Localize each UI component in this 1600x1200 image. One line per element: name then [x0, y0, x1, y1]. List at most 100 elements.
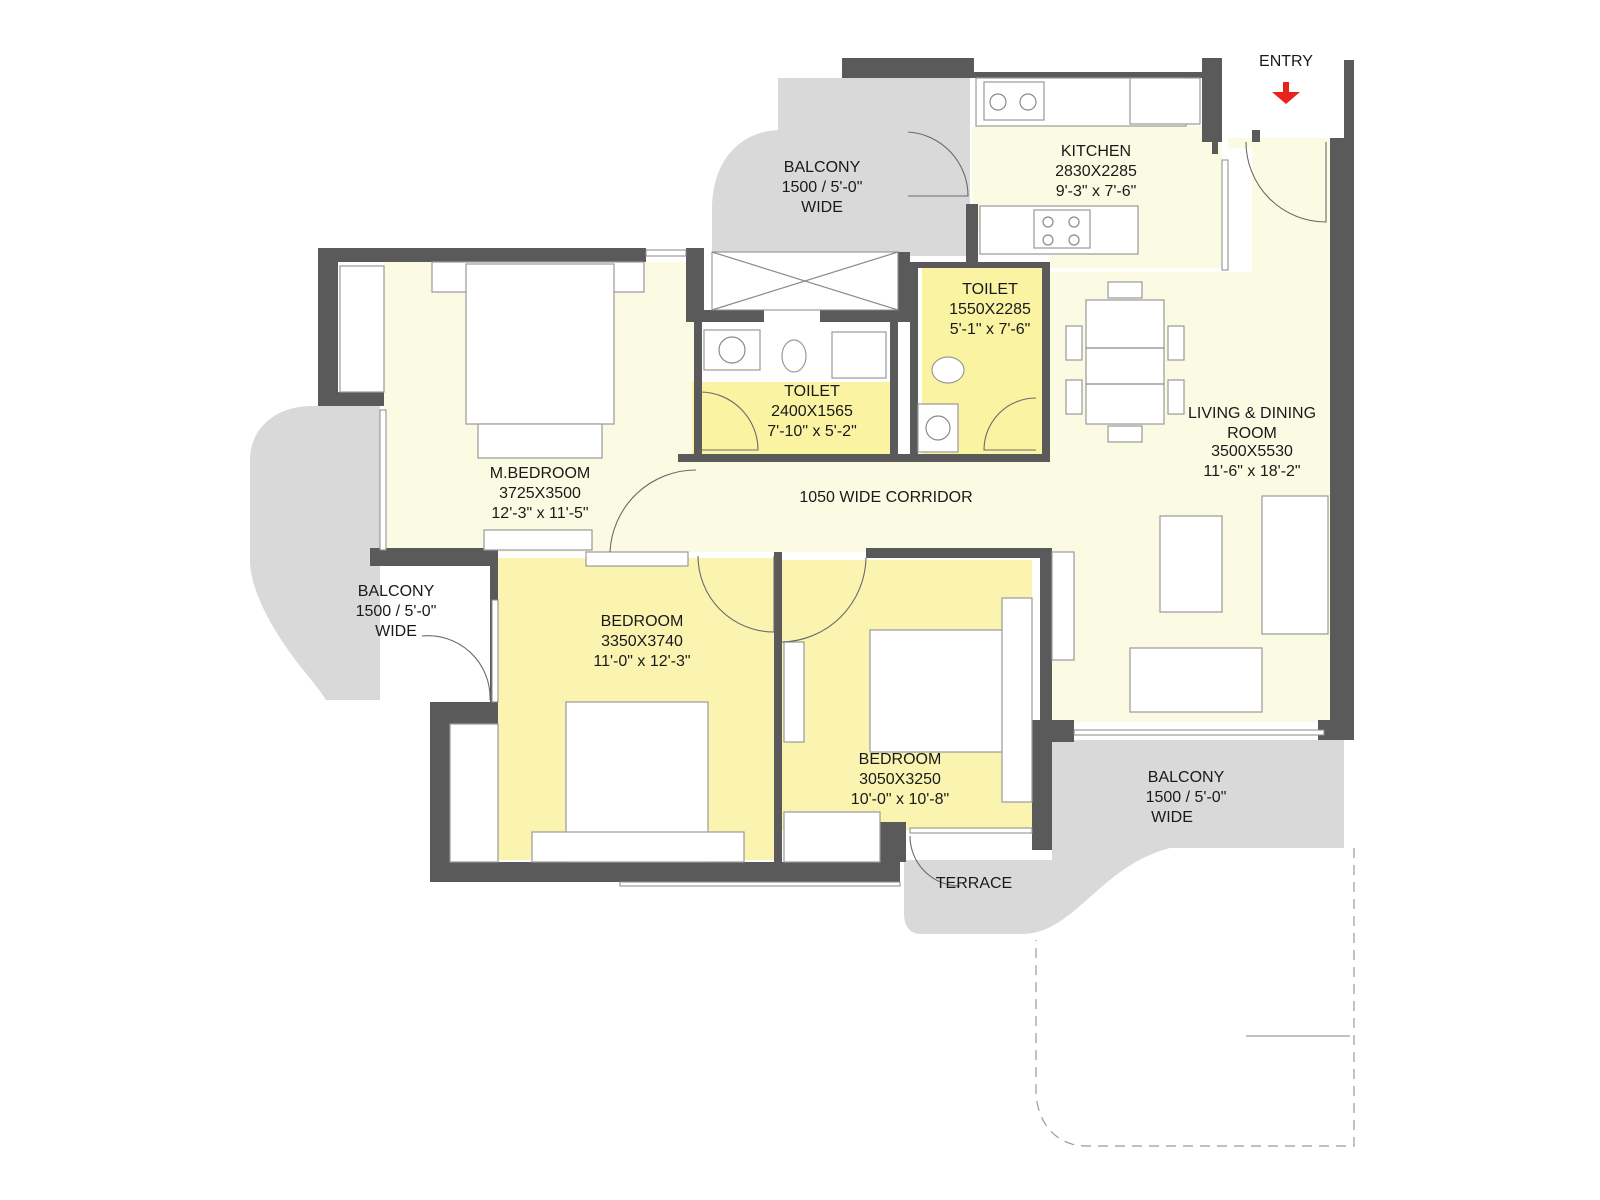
wall — [694, 322, 702, 458]
toilet-large-imperial: 7'-10" x 5'-2" — [767, 423, 857, 440]
chair-icon — [1065, 379, 1083, 415]
sofa-icon — [1261, 495, 1329, 635]
floor-kitchen — [972, 126, 1222, 268]
wall — [866, 548, 1048, 558]
wall — [910, 262, 918, 458]
wall — [430, 702, 450, 882]
balcony-right-size: 1500 / 5'-0" — [1146, 789, 1227, 806]
sink-icon — [983, 81, 1045, 121]
floor-toilet-large — [692, 382, 892, 458]
windows — [379, 159, 1325, 887]
wall — [970, 58, 974, 78]
headboard — [1001, 597, 1033, 803]
bed-icon — [465, 263, 615, 425]
terrace-outline — [1035, 848, 1355, 1147]
bedroom-left-metric: 3350X3740 — [601, 633, 683, 650]
window — [491, 599, 499, 703]
entry-label: ENTRY — [1259, 53, 1313, 70]
wardrobe-icon — [783, 811, 881, 863]
door-swing — [421, 635, 491, 701]
wall — [1042, 262, 1050, 458]
window — [379, 409, 387, 551]
window — [1221, 159, 1229, 271]
wall — [880, 822, 906, 862]
coffee-table-icon — [1159, 515, 1223, 613]
door-swing — [909, 835, 961, 887]
bedroom-right-metric: 3050X3250 — [859, 771, 941, 788]
toilet-small-imperial: 5'-1" x 7'-6" — [950, 321, 1031, 338]
wall — [890, 322, 898, 458]
balcony-top-width: WIDE — [801, 199, 843, 216]
door-swing — [781, 557, 867, 643]
walls — [318, 58, 1354, 882]
washbasin-icon — [917, 403, 959, 453]
wall — [820, 310, 902, 322]
toilet-large-metric: 2400X1565 — [771, 403, 853, 420]
wall — [974, 72, 1222, 78]
wall — [318, 248, 338, 392]
terrace-name: TERRACE — [936, 875, 1012, 892]
burner-icon — [1068, 216, 1080, 228]
window — [909, 827, 1033, 834]
window — [1073, 729, 1325, 736]
wall — [842, 58, 972, 78]
bedroom-right-name: BEDROOM — [859, 751, 942, 768]
door-swing — [907, 131, 969, 197]
master-bedroom-name: M.BEDROOM — [490, 465, 590, 482]
bed-foot — [477, 423, 603, 459]
kitchen-metric: 2830X2285 — [1055, 163, 1137, 180]
living-name-line2: ROOM — [1227, 425, 1277, 442]
fridge-icon — [1129, 77, 1201, 125]
wall — [774, 552, 782, 862]
wall — [1212, 142, 1218, 154]
burner-icon — [1042, 216, 1054, 228]
balcony-top-size: 1500 / 5'-0" — [782, 179, 863, 196]
door-swing — [699, 391, 759, 451]
wall — [966, 204, 978, 262]
wardrobe-icon — [339, 265, 385, 393]
tv-unit — [1051, 551, 1075, 661]
living-imperial: 11'-6" x 18'-2" — [1203, 463, 1300, 480]
chair-icon — [1107, 281, 1143, 299]
wall — [318, 248, 646, 262]
floor-balcony-top — [712, 78, 970, 256]
balcony-right-width: WIDE — [1151, 809, 1193, 826]
headboard — [531, 831, 745, 863]
wall — [1344, 60, 1354, 740]
shelf-icon — [585, 551, 689, 567]
wall — [1330, 138, 1344, 738]
chair-icon — [1167, 325, 1185, 361]
wall — [430, 862, 900, 882]
basin-bowl — [718, 336, 746, 364]
furniture — [339, 77, 1329, 863]
door-swing — [1245, 141, 1327, 223]
bedroom-left-name: BEDROOM — [601, 613, 684, 630]
wall — [1252, 130, 1260, 142]
kitchen-imperial: 9'-3" x 7'-6" — [1056, 183, 1137, 200]
wardrobe-icon — [449, 723, 499, 863]
wall — [1202, 58, 1222, 142]
entry-arrow-icon — [1272, 82, 1300, 104]
wc-icon — [931, 356, 965, 384]
sink-bowl — [1019, 93, 1037, 111]
living-name-line1: LIVING & DINING — [1188, 405, 1316, 422]
wall — [370, 548, 498, 566]
desk-icon — [783, 641, 805, 743]
wall — [896, 252, 910, 322]
door-swing — [609, 469, 697, 553]
wall — [686, 310, 764, 322]
wall — [910, 262, 1050, 268]
door-swing — [983, 397, 1037, 451]
window — [645, 249, 687, 257]
master-bedroom-imperial: 12'-3" x 11'-5" — [491, 505, 588, 522]
corridor-label: 1050 WIDE CORRIDOR — [799, 489, 972, 506]
burner-icon — [1068, 234, 1080, 246]
kitchen-name: KITCHEN — [1061, 143, 1131, 160]
toilet-small-name: TOILET — [962, 281, 1018, 298]
burner-icon — [1042, 234, 1054, 246]
washbasin-icon — [703, 329, 761, 371]
balcony-left-name: BALCONY — [358, 583, 435, 600]
floor-entry — [1228, 138, 1332, 148]
master-bedroom-metric: 3725X3500 — [499, 485, 581, 502]
